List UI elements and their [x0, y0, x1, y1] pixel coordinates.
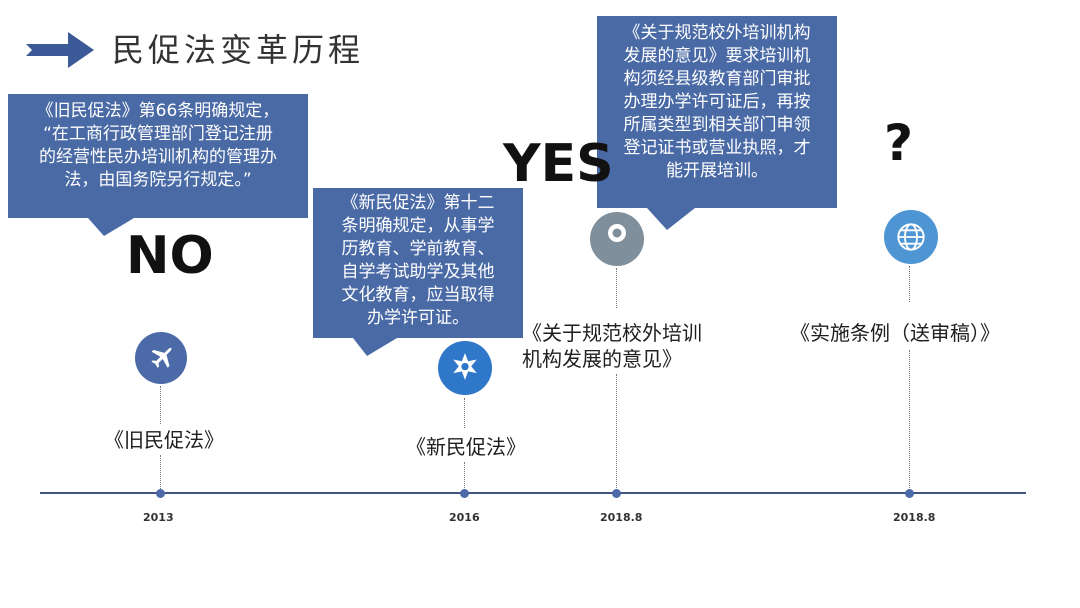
year-label: 2013 — [143, 511, 174, 524]
no-mark: NO — [126, 226, 214, 286]
callout-tail — [88, 218, 134, 236]
callout-line: 构须经县级教育部门审批 — [623, 69, 811, 89]
callout-tail — [647, 208, 695, 230]
connector-line — [909, 350, 910, 492]
year-label: 2016 — [449, 511, 480, 524]
connector-line — [464, 462, 465, 492]
milestone-label-line: 机构发展的意见》 — [522, 347, 682, 371]
callout-line: 历教育、学前教育、 — [341, 239, 495, 259]
timeline-axis — [40, 492, 1026, 494]
connector-line — [616, 374, 617, 492]
connector-line — [616, 268, 617, 308]
callout-line: 《新民促法》第十二 — [341, 193, 495, 213]
callout-line: 的经营性民办培训机构的管理办 — [39, 147, 277, 167]
question-mark: ? — [884, 114, 914, 172]
ring-icon — [590, 212, 644, 266]
timeline-dot — [460, 489, 469, 498]
year-label: 2018.8 — [893, 511, 936, 524]
timeline-dot — [156, 489, 165, 498]
callout-line: 办学许可证。 — [367, 308, 469, 328]
year-label: 2018.8 — [600, 511, 643, 524]
milestone-label-new-law: 《新民促法》 — [406, 435, 526, 459]
milestone-label-old-law: 《旧民促法》 — [104, 428, 224, 452]
callout-line: “在工商行政管理部门登记注册 — [43, 124, 273, 144]
callout-line: 办理办学许可证后，再按 — [623, 92, 811, 112]
callout-new-law: 《新民促法》第十二 条明确规定，从事学 历教育、学前教育、 自学考试助学及其他 … — [313, 188, 523, 356]
star-badge-icon — [438, 341, 492, 395]
callout-line: 发展的意见》要求培训机 — [623, 46, 811, 66]
connector-line — [909, 266, 910, 302]
connector-line — [160, 455, 161, 491]
callout-line: 登记证书或营业执照，才 — [623, 138, 811, 158]
yes-mark: YES — [503, 134, 614, 194]
callout-tail — [353, 338, 397, 356]
callout-line: 自学考试助学及其他 — [341, 262, 495, 282]
callout-line: 文化教育，应当取得 — [341, 285, 495, 305]
right-arrow-icon — [26, 32, 94, 68]
timeline-dot — [612, 489, 621, 498]
connector-line — [160, 386, 161, 424]
page-title: 民促法变革历程 — [112, 31, 365, 69]
callout-line: 法，由国务院另行规定。” — [64, 170, 252, 190]
callout-old-law: 《旧民促法》第66条明确规定， “在工商行政管理部门登记注册 的经营性民办培训机… — [8, 94, 308, 236]
callout-line: 所属类型到相关部门申领 — [623, 115, 811, 135]
airplane-icon — [135, 332, 187, 384]
callout-line: 条明确规定，从事学 — [341, 216, 495, 236]
callout-line: 《关于规范校外培训机构 — [623, 23, 811, 43]
connector-line — [464, 398, 465, 428]
milestone-label-regulations: 《实施条例（送审稿）》 — [790, 321, 1000, 345]
globe-icon — [884, 210, 938, 264]
callout-line: 能开展培训。 — [666, 161, 768, 181]
milestone-label-line: 《关于规范校外培训 — [522, 321, 702, 345]
callout-opinions: 《关于规范校外培训机构 发展的意见》要求培训机 构须经县级教育部门审批 办理办学… — [597, 16, 837, 230]
milestone-label-opinions: 《关于规范校外培训 机构发展的意见》 — [522, 320, 732, 372]
callout-line: 《旧民促法》第66条明确规定， — [36, 101, 280, 121]
timeline-dot — [905, 489, 914, 498]
